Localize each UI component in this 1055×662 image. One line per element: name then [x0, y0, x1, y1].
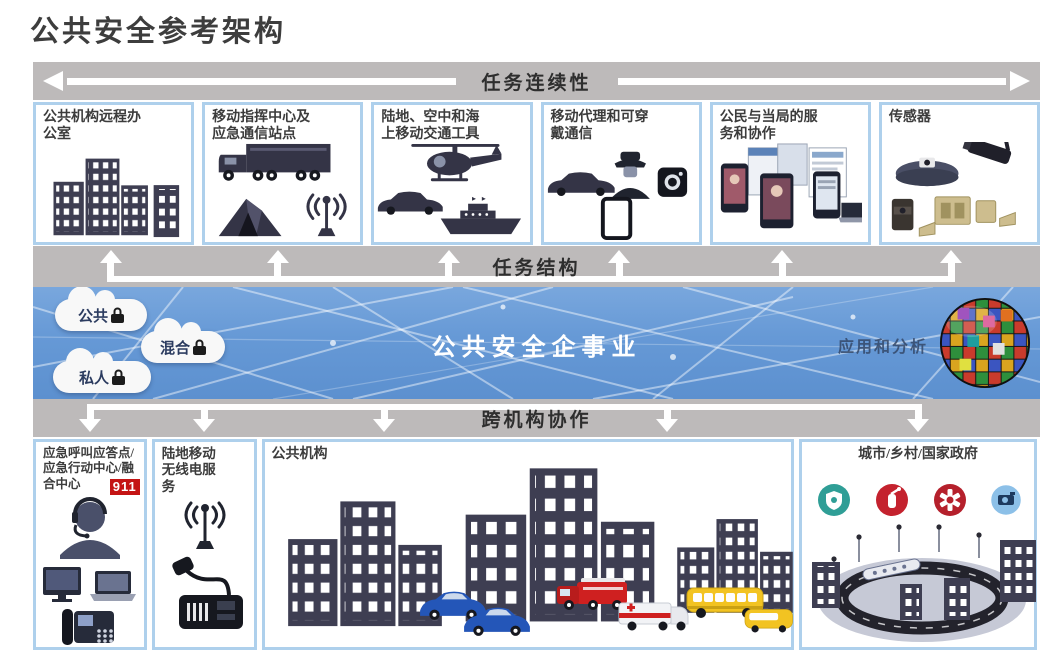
devices-collage-icon [720, 143, 862, 229]
top-row: 公共机构远程办公室 移动指挥中心及应急通信站点 [33, 102, 1041, 245]
psap-icons [43, 497, 136, 645]
architecture-diagram: 任务连续性 公共机构远程办公室 移动指挥中心及应急通信站点 [33, 62, 1041, 650]
mosaic-globe-icon [939, 297, 1031, 389]
body-camera-icon [657, 167, 687, 197]
box-mobile-command: 移动指挥中心及应急通信站点 [202, 102, 364, 245]
dispatcher-icon [60, 497, 120, 559]
box-label: 公共机构 [271, 447, 328, 462]
public-cloud: 公共 [55, 287, 147, 331]
up-arrow-icon [437, 250, 460, 282]
cctv-camera-icon [962, 142, 1011, 164]
city-infrastructure-icon [812, 524, 1037, 642]
box-label: 移动指挥中心及应急通信站点 [212, 110, 311, 143]
car-icon [378, 191, 444, 215]
cloud-label: 混合 [159, 340, 190, 357]
arrow-shaft [617, 77, 1007, 85]
private-cloud: 私人 [53, 348, 151, 393]
buildings-icon [287, 501, 442, 627]
enterprise-band: 公共 混合 私人 公共安全企事业 [33, 287, 1040, 399]
box-label: 公民与当局的服务和协作 [719, 110, 818, 143]
up-arrow-icon [940, 250, 963, 282]
collaboration-bar: 跨机构协作 [33, 399, 1040, 437]
cloud-label: 公共 [77, 308, 108, 325]
mobile-command-icons [218, 143, 347, 237]
box-label: 陆地、空中和海上移动交通工具 [381, 110, 480, 143]
lock-icon [112, 369, 125, 385]
box-wearable-comms: 移动代理和可穿戴通信 [540, 102, 702, 245]
box-mobile-vehicles: 陆地、空中和海上移动交通工具 [371, 102, 533, 245]
surveillance-icon [988, 482, 1024, 518]
down-arrow-icon [79, 404, 102, 432]
lock-icon [193, 339, 206, 355]
laptop-icon [90, 571, 136, 601]
ship-icon [441, 196, 522, 235]
down-arrow-icon [656, 404, 679, 432]
ambulance-icon [618, 602, 688, 631]
government-icons [812, 482, 1037, 642]
vehicle-icons [378, 143, 522, 235]
mission-continuity-bar: 任务连续性 [33, 62, 1040, 100]
up-arrow-icon [771, 250, 794, 282]
agency-icons [287, 468, 793, 636]
desk-phone-icon [62, 609, 114, 645]
antenna-icon [306, 193, 347, 237]
box-label: 移动代理和可穿戴通信 [550, 110, 649, 143]
mobile-radio-icon [172, 556, 243, 629]
box-sensors: 传感器 [878, 102, 1041, 245]
up-arrow-icon [608, 250, 631, 282]
arrow-right-icon [1010, 71, 1031, 91]
down-arrow-icon [193, 404, 216, 432]
box-label: 城市/乡村/国家政府 [858, 447, 978, 462]
bottom-row: 应急呼叫应答点/应急行动中心/融合中心 911 [33, 439, 1040, 650]
officer-icon [610, 151, 650, 199]
page-title: 公共安全参考架构 [30, 16, 287, 48]
cloud-label: 私人 [78, 370, 109, 387]
fire-extinguisher-icon [876, 484, 909, 516]
mission-structure-bar: 任务结构 [33, 246, 1040, 287]
hybrid-cloud: 混合 [141, 318, 225, 363]
helicopter-icon [411, 143, 502, 182]
box-label: 应急呼叫应答点/应急行动中心/融合中心 [43, 446, 134, 491]
analytics-label: 应用和分析 [837, 339, 928, 356]
mission-structure-label: 任务结构 [492, 258, 581, 279]
box-land-mobile-radio: 陆地移动无线电服务 [151, 439, 257, 650]
collaboration-label: 跨机构协作 [481, 409, 592, 431]
up-arrow-icon [266, 250, 289, 282]
box-citizen-services: 公民与当局的服务和协作 [709, 102, 871, 245]
wearable-icons [547, 151, 687, 240]
box-government: 城市/乡村/国家政府 [799, 439, 1037, 650]
sensor-icons [891, 142, 1016, 237]
up-arrow-icon [99, 250, 122, 282]
badge-911: 911 [109, 479, 140, 495]
box-label: 传感器 [888, 110, 931, 125]
connector-line [90, 404, 920, 410]
lock-icon [111, 307, 124, 323]
field-sensors-icon [891, 196, 1016, 237]
lmr-icons [172, 501, 243, 629]
box-psap-fusion-center: 应急呼叫应答点/应急行动中心/融合中心 911 [33, 439, 147, 650]
patrol-car-icon [547, 172, 615, 197]
arrow-shaft [67, 77, 456, 85]
ems-star-icon [934, 484, 967, 516]
command-truck-icon [218, 143, 331, 181]
fire-truck-icon [556, 578, 627, 610]
connector-line [110, 276, 954, 282]
antenna-icon [184, 501, 226, 549]
enterprise-title: 公共安全企事业 [431, 335, 642, 361]
buses-icon [686, 587, 793, 633]
down-arrow-icon [907, 404, 930, 432]
office-buildings-icon [53, 158, 180, 238]
box-public-agencies: 公共机构 [261, 439, 795, 650]
arrow-left-icon [43, 71, 63, 91]
tent-icon [218, 198, 282, 237]
box-remote-offices: 公共机构远程办公室 [33, 102, 195, 245]
box-label: 公共机构远程办公室 [43, 110, 141, 143]
monitor-icon [43, 567, 81, 602]
dome-sensor-icon [895, 157, 959, 187]
mission-continuity-label: 任务连续性 [481, 72, 592, 94]
box-label: 陆地移动无线电服务 [161, 446, 216, 494]
down-arrow-icon [373, 404, 396, 432]
police-badge-icon [818, 484, 851, 516]
tablet-icon [600, 196, 632, 240]
